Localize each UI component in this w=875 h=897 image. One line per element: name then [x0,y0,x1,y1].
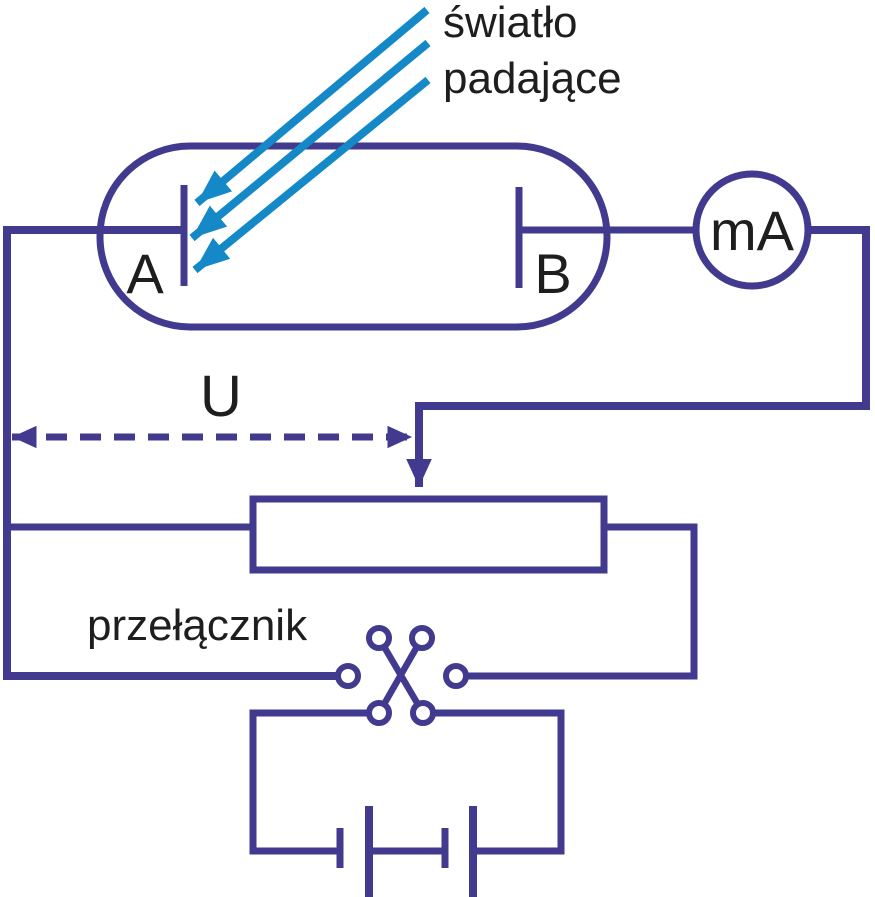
electrode-a-label: A [126,242,164,305]
switch-terminal-mid-left [335,663,361,689]
wire-battery-right [435,709,565,855]
voltage-label: U [200,364,242,429]
light-ray-icon-3 [192,76,431,274]
electrode-b-label: B [534,242,571,305]
switch-terminal-mid-right [443,663,469,689]
wire-left-loop [3,226,338,680]
switch-terminal-bottom-right [410,700,436,726]
wire-potentiometer-right [468,523,698,680]
switch-terminal-top-left [366,625,392,651]
wire-battery-left [249,709,367,855]
milliammeter-label: mA [710,199,795,262]
light-ray-icon-2 [189,39,431,242]
phototube-envelope [96,142,611,331]
milliammeter [692,170,812,290]
incident-light-label-line2: padające [443,54,622,103]
switch-terminal-top-right [409,625,435,651]
wire-meter-to-wiper [406,226,870,487]
potentiometer-body [249,495,608,574]
incident-light-label-line1: światło [443,0,578,47]
light-ray-icon-1 [194,6,430,207]
switch-blade-2 [376,636,425,715]
switch-label: przełącznik [87,601,308,650]
switch-terminal-bottom-left [366,700,392,726]
